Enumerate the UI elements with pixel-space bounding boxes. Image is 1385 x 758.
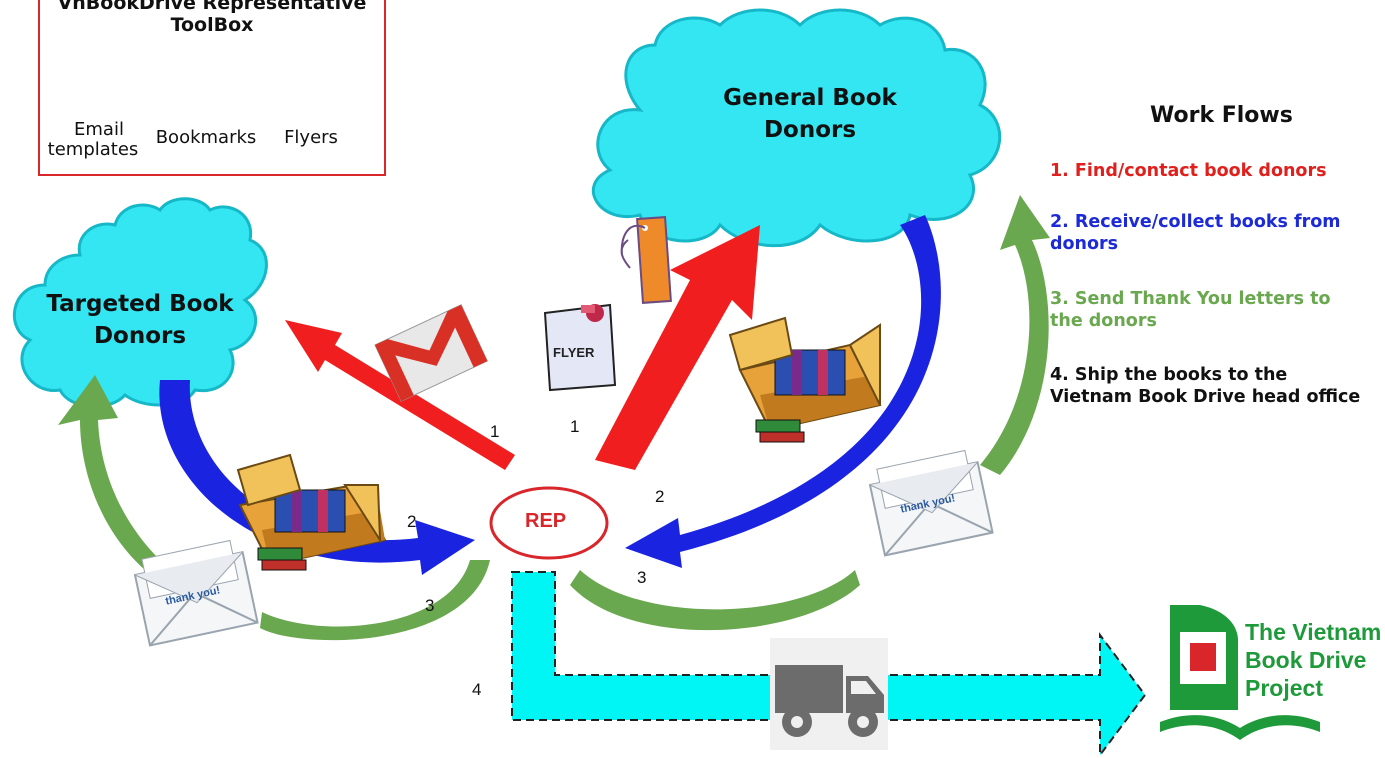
bookmark-icon	[620, 216, 672, 304]
step-number-collect-right: 2	[655, 487, 665, 506]
workflow-step-1: 1. Find/contact book donors	[1050, 161, 1327, 181]
targeted-donors-label-line1: Targeted Book	[46, 291, 234, 317]
toolbox-email-label-line1: Email	[74, 119, 124, 140]
workflow-step-2-line1: 2. Receive/collect books from	[1050, 212, 1341, 232]
book-box-right-icon	[728, 316, 882, 443]
rep-label: REP	[525, 510, 567, 532]
blue-arrow-right	[625, 215, 941, 568]
step-number-thank-left: 3	[425, 596, 435, 615]
general-donors-label-line1: General Book	[723, 85, 897, 111]
book-box-left-icon	[236, 453, 387, 571]
truck-icon	[770, 638, 888, 750]
workflow-step-4-line2: Vietnam Book Drive head office	[1050, 387, 1361, 407]
gmail-icon	[374, 304, 488, 402]
logo-text-line1: The Vietnam	[1245, 619, 1382, 645]
step-number-ship: 4	[472, 680, 482, 699]
flyer-text: FLYER	[553, 345, 595, 360]
toolbox-flyers-label: Flyers	[284, 127, 338, 148]
red-arrow-general	[595, 225, 760, 470]
envelope-right-icon	[868, 449, 994, 557]
toolbox-bookmarks-label: Bookmarks	[155, 127, 257, 148]
toolbox-panel: VnBookDrive Representative ToolBox Email…	[38, 0, 386, 176]
vietnam-book-drive-logo	[1160, 605, 1320, 740]
workflow-step-3-line1: 3. Send Thank You letters to	[1050, 289, 1331, 309]
toolbox-title-line2: ToolBox	[170, 14, 254, 36]
general-donors-cloud	[591, 8, 1002, 248]
rep-node	[489, 486, 609, 560]
logo-text-line3: Project	[1245, 675, 1323, 701]
step-number-flyer: 1	[570, 417, 580, 436]
toolbox-email-label-line2: templates	[47, 139, 139, 160]
workflow-step-2-line2: donors	[1050, 234, 1119, 254]
workflows-title: Work Flows	[1150, 103, 1293, 128]
green-arrow-right	[570, 195, 1050, 631]
flyer-icon	[543, 303, 617, 392]
logo-text-line2: Book Drive	[1245, 647, 1367, 673]
step-number-thank-right: 3	[637, 568, 647, 587]
green-arrow-left	[58, 375, 490, 641]
workflow-step-4-line1: 4. Ship the books to the	[1050, 365, 1288, 385]
workflow-step-3-line2: the donors	[1050, 311, 1157, 331]
targeted-donors-label-line2: Donors	[93, 323, 187, 349]
toolbox-title-line1: VnBookDrive Representative	[57, 0, 367, 14]
envelope-left-icon	[133, 539, 259, 647]
targeted-donors-cloud	[13, 197, 268, 408]
general-donors-label-line2: Donors	[763, 117, 857, 143]
step-number-email: 1	[490, 422, 500, 441]
step-number-collect-left: 2	[407, 512, 417, 531]
